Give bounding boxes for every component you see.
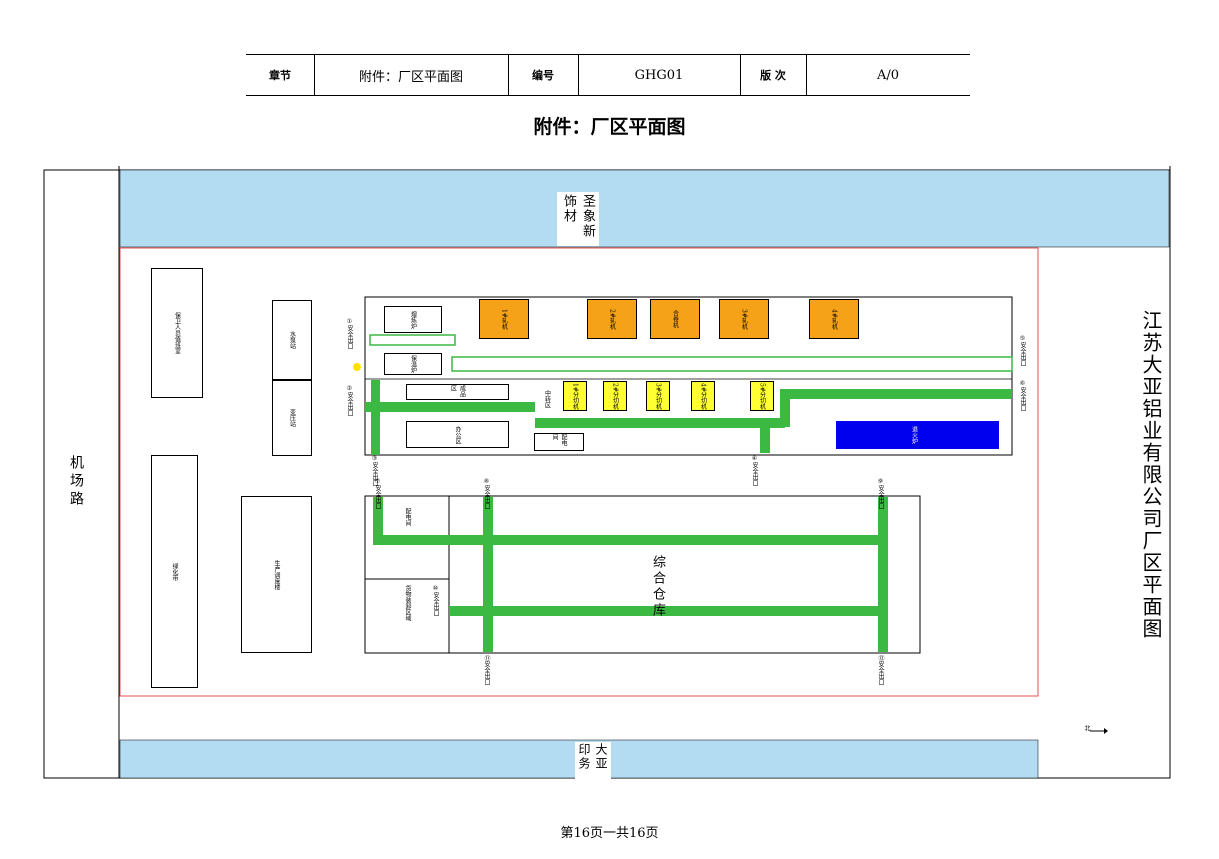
exit-4: ④安全出口 (751, 455, 758, 486)
doc-title: 附件：厂区平面图 (533, 116, 686, 138)
bottom-neighbor-label: 大亚印务 (575, 742, 611, 780)
top-neighbor-area (119, 169, 1170, 248)
header-table: 章节 附件：厂区平面图 编号 GHG01 版 次 A/0 (246, 54, 970, 96)
machine-mid-4: 4#分切机 (691, 381, 715, 411)
exit-5: ⑤安全出口 (1019, 335, 1026, 366)
exit-11: ⑪安全出口 (483, 655, 490, 685)
number-label: 编号 (532, 69, 554, 82)
machine-top-3: 合卷机 (650, 299, 700, 339)
top-neighbor-label: 圣象新饰材 (557, 192, 599, 246)
exit-10: ⑩安全出口 (432, 585, 439, 616)
exit-9: ⑨安全出口 (877, 478, 884, 509)
transfer-area: 中转区 (540, 384, 554, 414)
site-boundary (119, 247, 1039, 697)
exit-8: ⑧安全出口 (483, 478, 490, 509)
small-room: 配电间 (534, 433, 584, 451)
number-value: GHG01 (634, 67, 684, 83)
blue-block-label: 退火炉 (910, 426, 918, 444)
guard-building: 保卫人员值班室 (151, 268, 203, 398)
version-label: 版 次 (760, 69, 786, 82)
machine-top-4: 3#轧机 (719, 299, 769, 339)
exit-2: ②安全出口 (346, 385, 353, 416)
machine-top-5: 4#轧机 (809, 299, 859, 339)
exit-3: ③安全出口 (371, 455, 378, 486)
blue-block (836, 421, 999, 449)
machine-mid-3: 3#分切机 (646, 381, 670, 411)
warehouse-small-room: 配电间 (404, 508, 411, 526)
exit-12: ⑫安全出口 (877, 655, 884, 685)
production-office: 生产调度楼 (241, 496, 312, 653)
substation: 变压站 (272, 380, 312, 456)
greenbelt: 绿化带 (151, 455, 198, 688)
warehouse-label: 综合仓库 (650, 555, 665, 619)
furnace-room-2: 保温炉 (384, 353, 442, 375)
chapter-value: 附件：厂区平面图 (358, 69, 463, 85)
office-area: 办公区 (406, 421, 509, 448)
company-title: 江苏大亚铝业有限公司厂区平面图 (1139, 310, 1163, 640)
pump-station: 水泵站 (272, 300, 312, 380)
furnace-room-1: 熔炼炉 (384, 306, 442, 333)
north-label: 北 (1083, 725, 1090, 731)
exit-1: ①安全出口 (346, 318, 353, 349)
version-value: A/0 (876, 67, 900, 83)
exit-6: ⑥安全出口 (1019, 380, 1026, 411)
machine-mid-1: 1#分切机 (563, 381, 587, 411)
page-footer: 第16页一共16页 (560, 826, 659, 841)
machine-top-2: 2#轧机 (587, 299, 637, 339)
supply-room: 货物装卸区域 (404, 585, 411, 621)
left-road-label: 机场路 (68, 455, 84, 509)
exit-7: ⑦安全出口 (374, 478, 381, 509)
machine-mid-5: 5#分切机 (750, 381, 774, 411)
chapter-label: 章节 (269, 69, 291, 82)
machine-mid-2: 2#分切机 (603, 381, 627, 411)
product-area: 成品区 (406, 384, 509, 400)
machine-top-1: 1#轧机 (479, 299, 529, 339)
